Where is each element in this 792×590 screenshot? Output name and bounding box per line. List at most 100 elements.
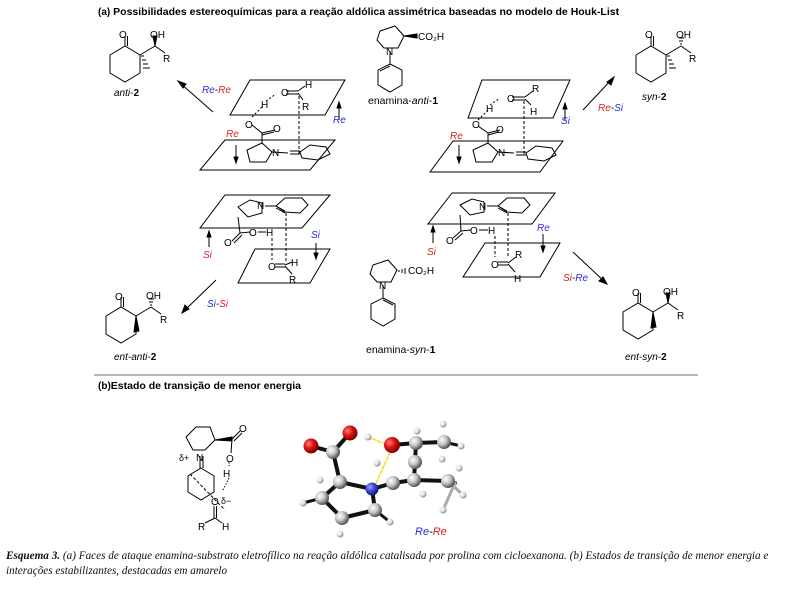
hydrogen-atom xyxy=(457,442,465,450)
atom-o: O xyxy=(211,497,219,508)
pathway-si-si-label: Si-Si xyxy=(207,299,229,310)
oxygen-atom xyxy=(384,437,400,453)
face-label-enamine: Si xyxy=(203,250,213,261)
part-b-label: (b) xyxy=(98,381,111,392)
hydrogen-atom xyxy=(439,420,447,428)
oxygen-atom xyxy=(303,438,319,454)
atom-n: N xyxy=(479,202,486,213)
atom-o: O xyxy=(249,228,257,239)
atom-r: R xyxy=(198,522,205,533)
atom-n: N xyxy=(257,201,264,212)
atom-h: H xyxy=(486,104,493,115)
atom-h: H xyxy=(514,274,521,285)
face-label-enamine: Re xyxy=(226,129,239,140)
carbon-atom xyxy=(333,475,347,489)
part-b-header: (b)Estado de transição de menor energia xyxy=(98,380,301,392)
pathway-re-re-label: Re-Re xyxy=(202,85,231,96)
hydrogen-atom xyxy=(373,459,381,467)
hydrogen-atom xyxy=(299,499,307,507)
carbon-atom xyxy=(335,511,349,525)
atom-r: R xyxy=(302,102,309,113)
part-a-title: Possibilidades estereoquímicas para a re… xyxy=(113,6,620,18)
hydrogen-atom xyxy=(419,490,427,498)
carbon-atom xyxy=(315,491,329,505)
hydrogen-atom xyxy=(364,433,372,441)
face-label-aldehyde: Re xyxy=(537,223,550,234)
atom-r: R xyxy=(677,311,684,322)
atom-h: H xyxy=(488,226,495,237)
ts-top-left xyxy=(198,79,346,171)
hydrogen-atom xyxy=(386,518,394,526)
section-divider xyxy=(94,374,698,376)
atom-o: O xyxy=(496,125,504,136)
carbon-atom xyxy=(368,503,382,517)
atom-o: O xyxy=(491,260,499,271)
part-a-header: (a) Possibilidades estereoquímicas para … xyxy=(98,6,619,18)
atom-n: N xyxy=(498,148,505,159)
atom-r: R xyxy=(689,54,696,65)
face-label-enamine: Si xyxy=(427,247,437,258)
atom-o: O xyxy=(273,124,281,135)
product-anti-2-label: anti-2 xyxy=(114,88,139,99)
oxygen-atom xyxy=(342,425,358,441)
part-a-label: (a) xyxy=(98,7,111,18)
face-label-aldehyde: Si xyxy=(561,116,571,127)
figure-caption: Esquema 3. (a) Faces de ataque enamina-s… xyxy=(6,549,786,579)
enamine-anti-1 xyxy=(376,25,418,93)
atom-o: O xyxy=(632,288,640,299)
atom-o: O xyxy=(507,94,515,105)
atom-o: O xyxy=(224,238,232,249)
product-ent-anti-2 xyxy=(105,297,162,344)
carbon-atom xyxy=(386,476,400,490)
product-syn-2-label: syn-2 xyxy=(642,92,667,103)
atom-o: O xyxy=(226,454,234,465)
face-label-aldehyde: Re xyxy=(333,115,346,126)
atom-r: R xyxy=(289,275,296,286)
atom-h: H xyxy=(291,258,298,269)
atom-o: O xyxy=(281,88,289,99)
product-ent-anti-2-label: ent-anti-2 xyxy=(114,352,157,363)
atom-o: O xyxy=(470,226,478,237)
arrow-si-si xyxy=(181,279,217,315)
caption-text: (a) Faces de ataque enamina-substrato el… xyxy=(6,550,769,577)
atom-h: H xyxy=(530,107,537,118)
hydrogen-atom xyxy=(439,506,447,514)
arrow-si-re xyxy=(572,251,609,285)
enamine-syn-1-label: enamina-syn-1 xyxy=(366,344,436,356)
enamine-syn-1 xyxy=(369,259,406,327)
atom-o: O xyxy=(115,292,123,303)
carbon-atom xyxy=(326,445,340,459)
atom-r: R xyxy=(163,54,170,65)
hydrogen-atom xyxy=(455,464,463,472)
atom-r: R xyxy=(160,315,167,326)
atom-o: O xyxy=(268,262,276,273)
caption-label: Esquema 3. xyxy=(6,550,61,562)
product-ent-syn-2 xyxy=(622,292,679,340)
delta-plus: δ+ xyxy=(179,453,189,463)
carbon-atom xyxy=(409,436,423,450)
atom-o: O xyxy=(645,30,653,41)
delta-minus: δ− xyxy=(221,496,231,506)
hydrogen-atom xyxy=(438,455,446,463)
co2h-group: CO₂H xyxy=(418,32,444,43)
carbon-atom xyxy=(437,435,451,449)
hydrogen-atom xyxy=(316,476,324,484)
hydrogen-atom xyxy=(336,530,344,538)
product-syn-2 xyxy=(635,36,692,83)
face-label-enamine: Re xyxy=(450,131,463,142)
atom-n: N xyxy=(272,148,279,159)
atom-oh: OH xyxy=(663,287,678,298)
atom-o: O xyxy=(239,424,247,435)
hydrogen-atom xyxy=(413,427,421,435)
atom-o: O xyxy=(446,236,454,247)
pathway-re-si-label: Re-Si xyxy=(598,103,624,114)
ts-2d-structure xyxy=(185,426,243,524)
nitrogen-atom xyxy=(365,482,379,496)
product-anti-2 xyxy=(109,35,166,83)
atom-n: N xyxy=(196,453,203,464)
atom-oh: OH xyxy=(146,291,161,302)
face-label-aldehyde: Si xyxy=(311,230,321,241)
arrow-re-re xyxy=(176,79,214,113)
ts-bottom-left xyxy=(198,194,332,284)
